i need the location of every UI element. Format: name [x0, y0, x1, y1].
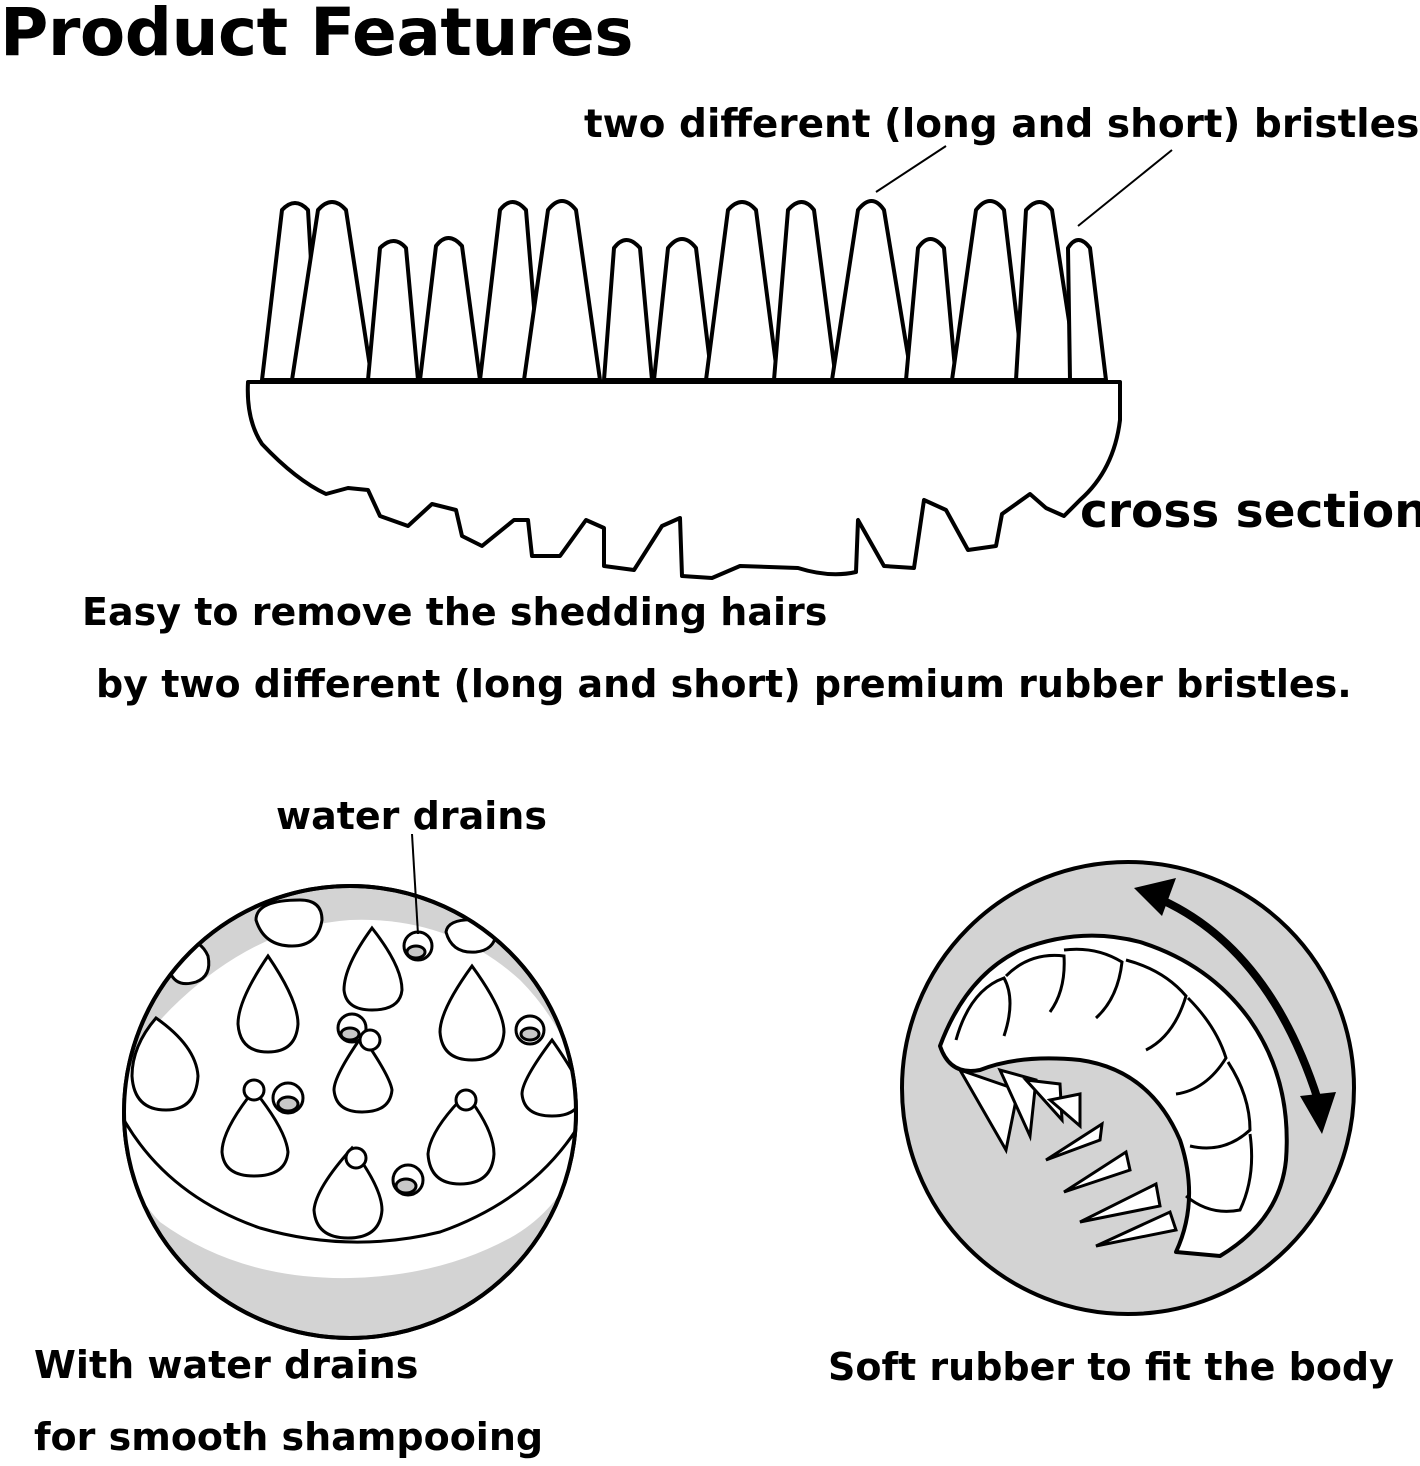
brush-cross-section — [245, 199, 1122, 580]
description-line-1: Easy to remove the shedding hairs — [82, 590, 828, 634]
brush-top-view-icon — [122, 833, 578, 1340]
water-drains-caption-line-1: With water drains — [34, 1343, 419, 1387]
drain-holes — [242, 930, 546, 1197]
water-drains-label: water drains — [276, 794, 547, 838]
bristle-label: two different (long and short) bristles — [584, 102, 1420, 147]
drain-leader-line — [411, 833, 419, 935]
flex-bristles — [956, 1067, 1178, 1248]
curved-double-arrow-icon — [1134, 878, 1336, 1134]
soft-rubber-caption: Soft rubber to fit the body — [828, 1345, 1394, 1389]
bristle-leader-lines — [875, 145, 1173, 227]
brush-flex-icon — [900, 860, 1356, 1316]
cross-section-label: cross section — [1080, 484, 1420, 539]
description-line-2: by two different (long and short) premiu… — [96, 662, 1352, 706]
water-drains-caption-line-2: for smooth shampooing — [34, 1415, 544, 1459]
flex-body-lobes — [954, 947, 1254, 1213]
bristle-drops — [130, 898, 576, 1240]
page-title: Product Features — [0, 0, 634, 71]
